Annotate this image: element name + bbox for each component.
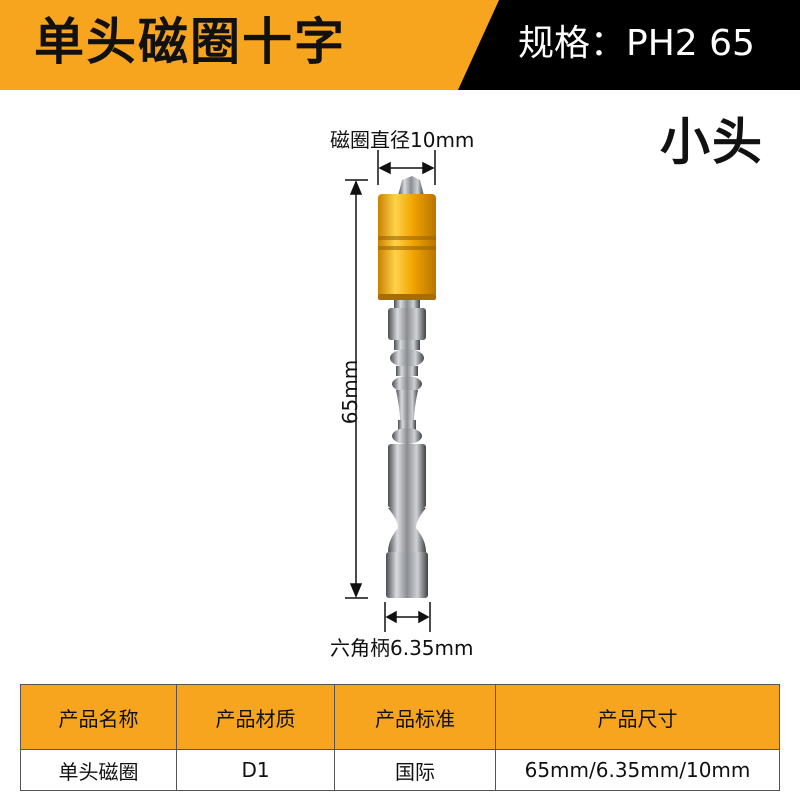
spec-background [458,0,800,90]
header-banner: 单头磁圈十字 规格：PH2 65 [0,0,800,90]
product-title: 单头磁圈十字 [34,13,346,71]
length-label: 65mm [338,359,363,425]
size-tag: 小头 [660,113,764,171]
dimension-lines [345,150,436,632]
table-row: 单头磁圈 D1 国际 65mm/6.35mm/10mm [20,749,780,791]
cell-material: D1 [176,749,335,791]
hex-shank-label: 六角柄6.35mm [330,636,474,660]
table-header-row: 产品名称 产品材质 产品标准 产品尺寸 [20,684,780,750]
product-drawing: 磁圈直径10mm 65mm 六角柄6.35mm [330,128,475,660]
magnetic-ring [378,194,436,300]
header-standard: 产品标准 [334,684,496,750]
screwdriver-bit-illustration [345,150,436,632]
spec-table: 产品名称 产品材质 产品标准 产品尺寸 单头磁圈 D1 国际 65mm/6.35… [20,684,780,791]
bit-shaft [386,300,428,598]
spec-label: 规格：PH2 65 [518,23,755,64]
cell-size: 65mm/6.35mm/10mm [495,749,780,791]
cell-product-name: 单头磁圈 [20,749,177,791]
header-material: 产品材质 [176,684,335,750]
cell-standard: 国际 [334,749,496,791]
header-size: 产品尺寸 [495,684,780,750]
ring-diameter-label: 磁圈直径10mm [330,128,475,152]
title-background [0,0,505,90]
header-product-name: 产品名称 [20,684,177,750]
phillips-tip [398,176,424,196]
